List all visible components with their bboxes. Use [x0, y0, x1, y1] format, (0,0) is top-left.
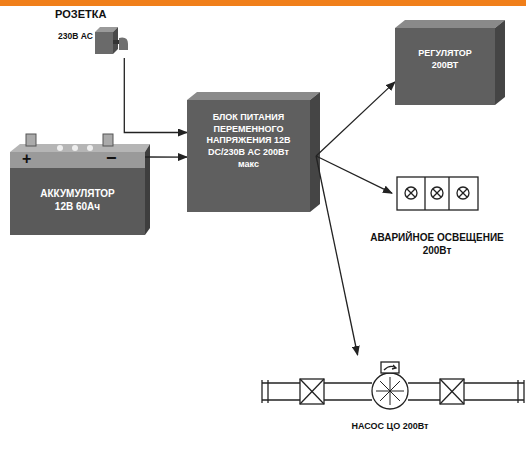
regulator-top	[395, 20, 505, 28]
polarity-label: −	[106, 148, 117, 169]
connector-arrow	[316, 156, 392, 193]
battery-terminal	[103, 134, 113, 146]
battery-cap	[72, 145, 78, 151]
lighting-symbol: АВАРИЙНОЕ ОСВЕЩЕНИЕ 200Вт	[362, 168, 512, 258]
battery-text: АККУМУЛЯТОР 12В 60Ач	[10, 168, 145, 219]
connector-arrow	[316, 156, 358, 355]
battery-cap	[57, 145, 63, 151]
psu-box: БЛОК ПИТАНИЯ ПЕРЕМЕННОГО НАПРЯЖЕНИЯ 12В …	[187, 100, 310, 212]
battery-band: +−	[10, 152, 145, 168]
connector-arrow	[316, 82, 395, 156]
psu-top	[187, 92, 320, 100]
battery-box: +−АККУМУЛЯТОР 12В 60Ач	[10, 152, 145, 235]
socket-front	[95, 32, 113, 54]
socket-side	[113, 27, 118, 54]
battery-terminal	[26, 134, 36, 146]
psu-side	[310, 92, 320, 212]
lighting-label: АВАРИЙНОЕ ОСВЕЩЕНИЕ 200Вт	[362, 168, 512, 257]
connector-arrow	[124, 58, 187, 133]
plug-pin	[113, 40, 119, 44]
pump-label: НАСОС ЦО 200Вт	[255, 355, 525, 432]
regulator-box: РЕГУЛЯТОР 200ВТ	[395, 28, 495, 105]
polarity-label: +	[22, 150, 31, 168]
symbol-svg	[255, 355, 525, 415]
header-bar	[0, 0, 526, 6]
socket-title: РОЗЕТКА	[55, 8, 145, 20]
socket-voltage: 230В AC	[58, 31, 98, 41]
socket-group: РОЗЕТКА 230В AC	[55, 8, 145, 58]
symbol-svg	[362, 168, 512, 218]
regulator-text: РЕГУЛЯТОР 200ВТ	[395, 28, 495, 77]
psu-text: БЛОК ПИТАНИЯ ПЕРЕМЕННОГО НАПРЯЖЕНИЯ 12В …	[187, 100, 310, 176]
plug	[119, 38, 128, 50]
regulator-side	[495, 20, 505, 105]
connector-arrow	[145, 156, 187, 157]
pump-symbol: НАСОС ЦО 200Вт	[255, 355, 525, 447]
battery-cap	[87, 145, 93, 151]
